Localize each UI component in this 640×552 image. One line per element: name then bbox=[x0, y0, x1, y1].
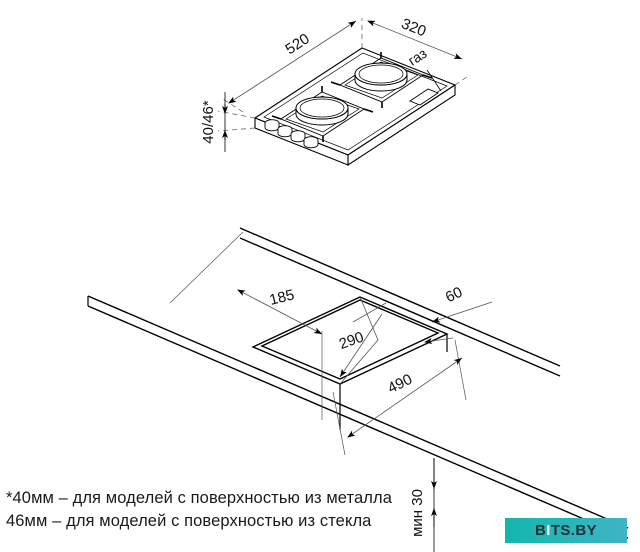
dimension-label-min30: мин 30 bbox=[409, 489, 426, 537]
ext-line-490-left bbox=[332, 391, 346, 456]
knob-1[interactable] bbox=[264, 119, 280, 132]
dim-line-60-inner bbox=[424, 337, 454, 344]
ext-line-320-right bbox=[454, 74, 471, 86]
note-line-metal: *40мм – для моделей с поверхностью из ме… bbox=[6, 489, 393, 507]
dimension-height: 40/46* bbox=[200, 92, 256, 152]
dim-leader-290 bbox=[352, 302, 387, 323]
knob-3[interactable] bbox=[290, 130, 306, 143]
gas-connection-tab bbox=[409, 88, 439, 106]
countertop-rear-line-2 bbox=[239, 237, 561, 377]
dim-line-60-leader bbox=[431, 301, 493, 323]
notes-block: *40мм – для моделей с поверхностью из ме… bbox=[6, 487, 426, 533]
cutout-inner-rect bbox=[260, 299, 440, 380]
dim-arrow-290 bbox=[339, 313, 383, 378]
dim-line-320 bbox=[367, 20, 463, 60]
dim-line-185 bbox=[237, 289, 323, 335]
watermark-text-before: B bbox=[535, 522, 547, 539]
dimension-min30: мин 30 bbox=[409, 458, 437, 552]
pan-arm-left-w bbox=[271, 115, 282, 120]
dimension-185: 185 bbox=[169, 231, 323, 335]
countertop-rear-line-1 bbox=[239, 227, 561, 367]
dimension-label-60: 60 bbox=[443, 284, 465, 307]
watermark-text: BITS.BY bbox=[535, 523, 597, 538]
watermark-text-after: TS.BY bbox=[550, 522, 597, 539]
cutout-opening bbox=[251, 296, 449, 430]
callout-label-gas: газ bbox=[405, 45, 430, 69]
upper-hob-view: 520 320 40/46* газ bbox=[200, 15, 471, 167]
countertop-rear-edge bbox=[239, 227, 561, 377]
note-line-glass: 46мм – для моделей с поверхностью из сте… bbox=[6, 512, 372, 530]
dimension-60: 60 bbox=[424, 284, 493, 344]
ext-line-height-top bbox=[217, 110, 256, 119]
burner-right-ring bbox=[358, 64, 404, 84]
dimension-label-185: 185 bbox=[268, 286, 296, 309]
control-knobs bbox=[264, 119, 319, 149]
ext-line-520-left bbox=[222, 98, 244, 113]
dimension-label-520: 520 bbox=[282, 30, 312, 58]
hob-right-face bbox=[347, 83, 456, 167]
dimension-290: 290 bbox=[337, 296, 387, 385]
dimension-label-height: 40/46* bbox=[200, 100, 217, 144]
burner-right-cap bbox=[354, 62, 408, 86]
ext-line-height-bottom bbox=[217, 127, 256, 132]
dim-line-290-a bbox=[359, 296, 379, 341]
pan-arm-left-e bbox=[363, 108, 374, 113]
callout-leader-gas bbox=[426, 69, 442, 92]
burner-left-cap bbox=[295, 96, 349, 120]
knob-4[interactable] bbox=[303, 136, 319, 149]
ext-line-185-a bbox=[169, 231, 244, 304]
dimension-label-290: 290 bbox=[337, 329, 366, 354]
pan-arm-right-e bbox=[422, 74, 433, 79]
watermark-text-i: I bbox=[546, 522, 551, 539]
dimension-label-320: 320 bbox=[399, 15, 429, 40]
hob-body bbox=[253, 47, 457, 167]
knob-2[interactable] bbox=[277, 125, 293, 138]
ext-line-490-right bbox=[454, 339, 467, 401]
dim-line-520 bbox=[228, 20, 357, 104]
dimension-label-490: 490 bbox=[385, 371, 415, 397]
watermark-bits-by: BITS.BY bbox=[505, 518, 627, 543]
dim-line-490 bbox=[347, 357, 463, 438]
burner-right bbox=[330, 52, 433, 108]
